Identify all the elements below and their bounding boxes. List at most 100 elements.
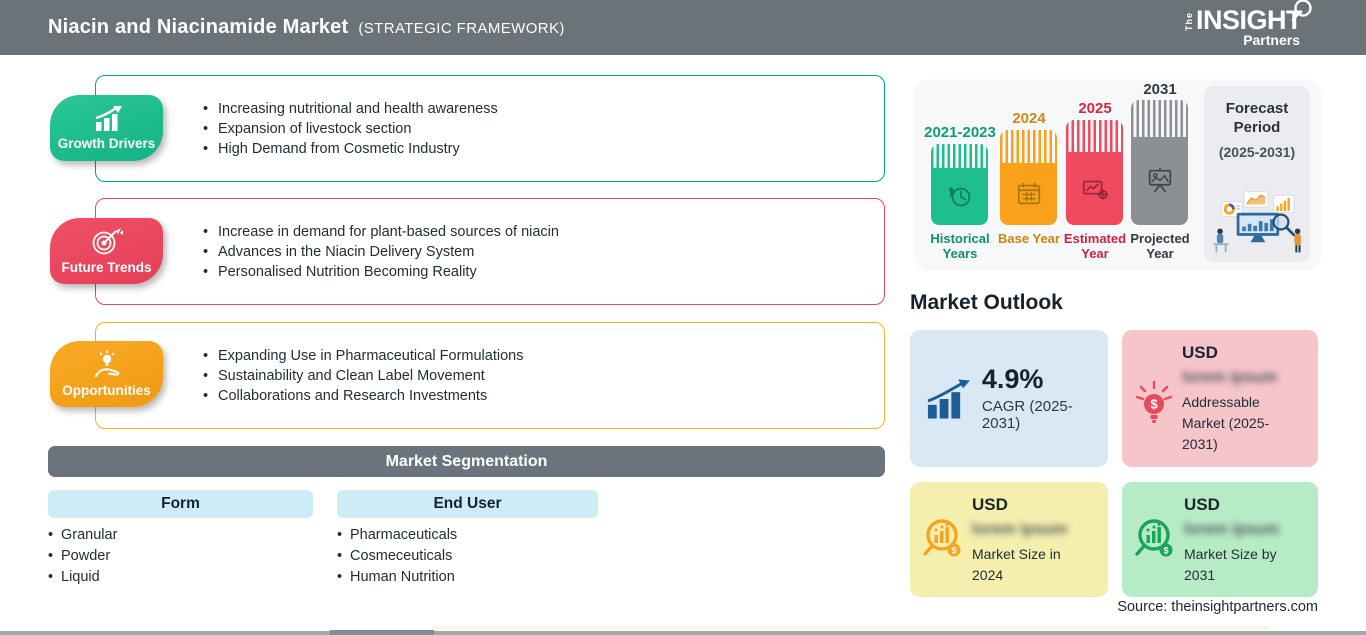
logo-partners-text: Partners xyxy=(1243,32,1300,48)
future-trends-badge: Future Trends xyxy=(50,218,163,284)
page-subtitle: (STRATEGIC FRAMEWORK) xyxy=(358,20,565,37)
segment-item: Granular xyxy=(48,525,117,546)
base-year-bar xyxy=(1000,130,1057,225)
card-texts: USD lorem ipsum Market Size by 2031 xyxy=(1184,482,1318,586)
redacted-value: lorem ipsum xyxy=(1182,369,1278,386)
segment-item: Human Nutrition xyxy=(337,567,457,588)
segment-form-header: Form xyxy=(48,490,313,518)
calendar-icon xyxy=(1017,182,1040,205)
growth-chart-icon xyxy=(95,105,122,131)
forecast-period-range: (2025-2031) xyxy=(1218,143,1296,160)
logo-the-text: The xyxy=(1183,12,1194,32)
addressable-market-card: $ USD lorem ipsum Addressable Market (20… xyxy=(1122,330,1318,467)
card-label: Addressable Market (2025-2031) xyxy=(1182,394,1270,452)
bulb-dollar-icon: $ xyxy=(1135,380,1173,423)
page-title: Niacin and Niacinamide Market xyxy=(48,16,349,38)
currency-label: USD xyxy=(1184,495,1220,514)
bullet-item: Expansion of livestock section xyxy=(203,119,884,139)
cagr-texts: 4.9% CAGR (2025-2031) xyxy=(981,364,1108,432)
market-segmentation-title: Market Segmentation xyxy=(385,452,548,470)
growth-bars-icon xyxy=(927,378,970,419)
opportunities-label: Opportunities xyxy=(62,383,151,398)
timeline-bar-label: Estimated Year xyxy=(1063,231,1127,262)
bullet-item: Increasing nutritional and health awaren… xyxy=(203,99,884,119)
card-texts: USD lorem ipsum Addressable Market (2025… xyxy=(1182,330,1318,455)
bullet-item: Personalised Nutrition Becoming Reality xyxy=(203,262,884,282)
bar-stripes xyxy=(1000,130,1057,163)
bar-stripes xyxy=(931,144,988,168)
segment-item: Powder xyxy=(48,546,117,567)
market-size-2024-card: $ USD lorem ipsum Market Size in 2024 xyxy=(910,482,1108,597)
forecast-period-line1: Forecast xyxy=(1225,100,1289,117)
growth-drivers-box: Increasing nutritional and health awaren… xyxy=(95,75,885,182)
growth-drivers-list: Increasing nutritional and health awaren… xyxy=(203,99,884,159)
bottom-cream-strip xyxy=(432,626,1270,630)
svg-text:$: $ xyxy=(951,546,956,556)
timeline-year: 2024 xyxy=(1012,110,1046,127)
bullet-item: High Demand from Cosmetic Industry xyxy=(203,139,884,159)
market-segmentation-header: Market Segmentation xyxy=(48,446,885,477)
hand-bulb-icon xyxy=(94,350,119,377)
bottom-gray-strip xyxy=(0,631,1366,635)
magnifier-icon xyxy=(1291,0,1312,22)
market-size-2031-card: $ USD lorem ipsum Market Size by 2031 xyxy=(1122,482,1318,597)
logo-insight-text: INSIGHT xyxy=(1195,5,1303,35)
segment-form-list: Granular Powder Liquid xyxy=(48,525,117,588)
header-bar: Niacin and Niacinamide Market (STRATEGIC… xyxy=(0,0,1366,55)
logo-right: INSIGHT Partners xyxy=(1195,0,1312,48)
source-attribution: Source: theinsightpartners.com xyxy=(1117,599,1318,615)
timeline-bar-label: Projected Year xyxy=(1130,231,1190,262)
bar-stripes xyxy=(1066,120,1123,152)
opportunities-list: Expanding Use in Pharmaceutical Formulat… xyxy=(203,346,884,406)
magnifier-chart-icon: $ xyxy=(923,519,961,557)
currency-label: USD xyxy=(972,495,1008,514)
currency-label: USD xyxy=(1182,343,1218,362)
opportunities-box: Expanding Use in Pharmaceutical Formulat… xyxy=(95,322,885,429)
segment-item: Pharmaceuticals xyxy=(337,525,457,546)
cagr-label: CAGR (2025-2031) xyxy=(981,397,1073,432)
bar-stripes xyxy=(1131,100,1188,137)
growth-drivers-badge: Growth Drivers xyxy=(50,95,163,161)
growth-drivers-label: Growth Drivers xyxy=(57,135,156,151)
segment-form-label: Form xyxy=(161,495,200,512)
clock-history-icon xyxy=(949,186,970,206)
segment-enduser-list: Pharmaceuticals Cosmeceuticals Human Nut… xyxy=(337,525,457,588)
bullet-item: Increase in demand for plant-based sourc… xyxy=(203,222,884,242)
bullet-item: Collaborations and Research Investments xyxy=(203,386,884,406)
segment-enduser-label: End User xyxy=(433,495,502,512)
bullet-item: Expanding Use in Pharmaceutical Formulat… xyxy=(203,346,884,366)
segment-item: Liquid xyxy=(48,567,117,588)
target-dart-icon xyxy=(92,228,123,255)
estimate-chart-gear-icon xyxy=(1082,180,1108,200)
svg-text:$: $ xyxy=(1150,397,1158,412)
segment-enduser-header: End User xyxy=(337,490,598,518)
cagr-card: 4.9% CAGR (2025-2031) xyxy=(910,330,1108,467)
future-trends-box: Increase in demand for plant-based sourc… xyxy=(95,198,885,305)
redacted-value: lorem ipsum xyxy=(972,521,1068,538)
segment-item: Cosmeceuticals xyxy=(337,546,457,567)
historical-years-bar xyxy=(931,144,988,225)
brand-logo: The INSIGHT Partners xyxy=(1183,0,1316,48)
market-outlook-heading: Market Outlook xyxy=(910,291,1063,314)
card-texts: USD lorem ipsum Market Size in 2024 xyxy=(972,482,1108,586)
timeline-year: 2031 xyxy=(1143,81,1177,98)
forecast-period-line2: Period xyxy=(1233,118,1281,136)
card-label: Market Size by 2031 xyxy=(1184,546,1277,583)
timeline-bar-label: Historical Years xyxy=(930,231,990,262)
magnifier-chart-icon: $ xyxy=(1135,519,1173,557)
forecast-period-box: Forecast Period (2025-2031) xyxy=(1204,86,1310,262)
header-titles: Niacin and Niacinamide Market (STRATEGIC… xyxy=(48,16,565,39)
estimated-year-bar xyxy=(1066,120,1123,225)
analytics-illustration xyxy=(1213,191,1301,253)
future-trends-list: Increase in demand for plant-based sourc… xyxy=(203,222,884,282)
bottom-gray-strip-dark xyxy=(330,630,434,635)
projected-year-bar xyxy=(1131,100,1188,225)
svg-text:$: $ xyxy=(1163,546,1168,556)
cagr-value: 4.9% xyxy=(981,364,1044,395)
forecast-timeline-panel: 2021-2023 2024 2025 2031 xyxy=(915,80,1320,268)
opportunities-badge: Opportunities xyxy=(50,341,163,407)
bullet-item: Sustainability and Clean Label Movement xyxy=(203,366,884,386)
timeline-bar-label: Base Year xyxy=(998,231,1060,246)
timeline-year: 2021-2023 xyxy=(924,124,996,141)
